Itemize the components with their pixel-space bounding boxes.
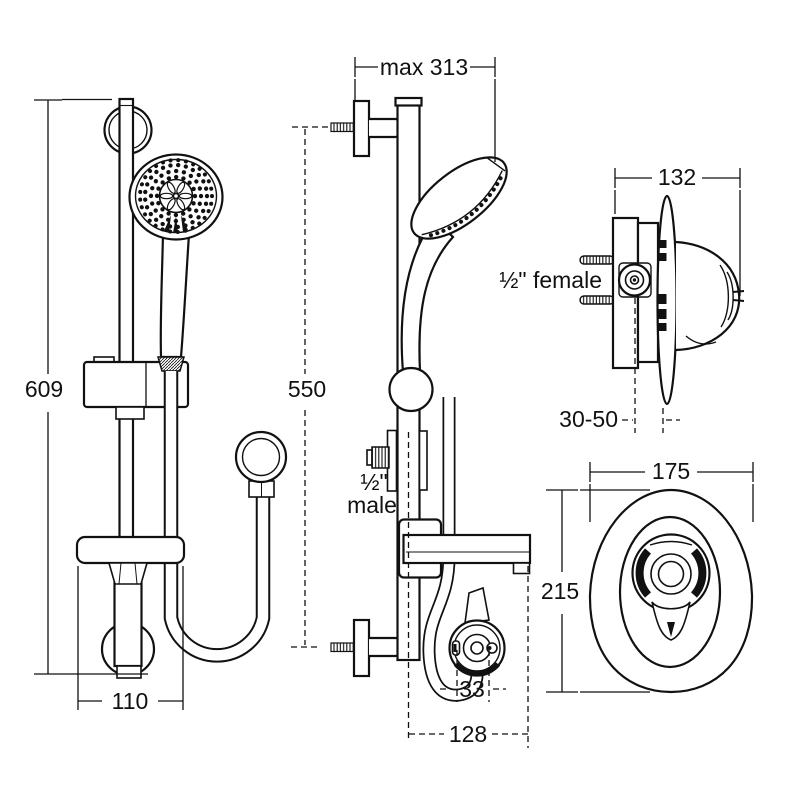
soap-dish <box>75 535 186 585</box>
side-wall-bracket-top <box>330 99 406 158</box>
side-soap-dish <box>402 533 532 575</box>
fixing-screw-bottom <box>330 642 355 653</box>
rail-lower-sleeve <box>113 581 143 668</box>
rail-foot <box>116 665 142 679</box>
dim-valve-width: 132 <box>614 164 741 296</box>
side-shower-hose <box>422 397 484 702</box>
dim-max-reach: max 313 <box>354 54 496 162</box>
handset-head <box>128 153 224 241</box>
valve-dome-knob <box>675 240 745 352</box>
dim-rail-height-label: 609 <box>25 376 63 402</box>
dim-soap-dish-width-label: 110 <box>112 688 149 714</box>
front-view-rail-kit <box>75 97 288 679</box>
side-valve-lever <box>464 586 490 624</box>
male-thread <box>371 446 390 469</box>
side-handset-head <box>410 156 508 240</box>
side-valve <box>448 586 506 677</box>
label-male-inlet-gender: male <box>347 492 397 518</box>
dim-bracket-centres-label: 550 <box>288 376 326 402</box>
dim-wall-to-front: 128 <box>407 432 529 748</box>
dim-valve-front-height-label: 215 <box>541 578 579 604</box>
rail-ball-joint <box>388 366 434 413</box>
dim-valve-front-height: 215 <box>541 489 650 693</box>
dim-rail-height: 609 <box>25 98 148 675</box>
valve-lever-pointer <box>651 601 691 641</box>
dim-valve-front-width: 175 <box>589 458 754 522</box>
valve-front-view <box>588 488 754 694</box>
valve-control-handle <box>631 533 711 641</box>
hose-outlet-elbow <box>234 430 288 498</box>
flange-gap-marks <box>658 240 667 331</box>
dim-valve-front-width-label: 175 <box>652 458 690 484</box>
label-female-inlet: ½" female <box>499 267 602 293</box>
dim-wall-depth-range-label: 30-50 <box>559 406 618 432</box>
hose-cone-nut <box>157 356 185 372</box>
dim-valve-outlet: 33 <box>440 650 506 702</box>
valve-side-view <box>579 194 745 406</box>
side-wall-bracket-bottom <box>330 618 406 678</box>
label-male-inlet: ½" male <box>347 469 397 518</box>
side-view-rail-kit <box>330 96 532 702</box>
dim-valve-width-label: 132 <box>658 164 696 190</box>
supply-inlet <box>366 429 428 492</box>
dim-valve-outlet-label: 33 <box>459 676 485 702</box>
spray-fan-marks <box>164 215 188 233</box>
slider-holder <box>82 356 190 420</box>
valve-inlet-port <box>617 262 652 298</box>
dim-max-reach-label: max 313 <box>380 54 468 80</box>
dim-soap-dish-width: 110 <box>77 566 184 714</box>
dim-bracket-centres: 550 <box>288 126 330 648</box>
label-male-inlet-size: ½" <box>360 469 387 495</box>
dimension-annotations: 609 110 max 313 550 <box>25 54 754 748</box>
dim-wall-depth-range: 30-50 <box>559 298 680 433</box>
side-spray-dots <box>428 176 503 238</box>
dim-wall-to-front-label: 128 <box>449 721 487 747</box>
fixing-screw-top <box>330 122 355 133</box>
shower-hose <box>163 371 271 663</box>
